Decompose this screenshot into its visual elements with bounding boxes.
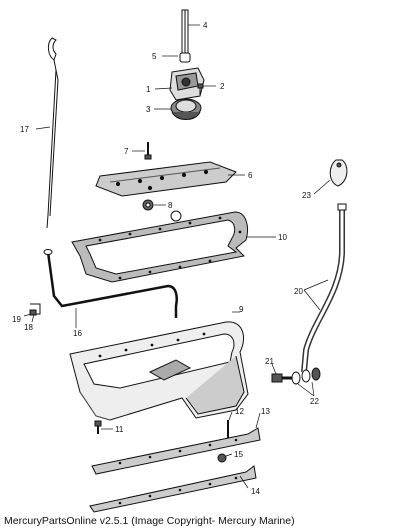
callout-3: 3 <box>146 105 151 114</box>
callout-1: 1 <box>146 85 151 94</box>
callout-14: 14 <box>251 487 260 496</box>
part-bushing <box>179 52 191 63</box>
callout-4: 4 <box>203 21 208 30</box>
part-oil-pan <box>69 321 249 421</box>
callout-16: 16 <box>73 329 82 338</box>
callout-20: 20 <box>294 287 303 296</box>
part-shaft <box>181 9 189 55</box>
part-oil-pan-gasket <box>71 210 249 283</box>
part-washers-22 <box>291 367 321 385</box>
callout-22: 22 <box>310 397 319 406</box>
part-tube-clip <box>29 303 41 316</box>
copyright-footer: MercuryPartsOnline v2.5.1 (Image Copyrig… <box>4 515 295 527</box>
part-front-seal-14 <box>89 465 257 513</box>
callout-12: 12 <box>235 407 244 416</box>
part-windage-tray <box>95 161 237 197</box>
callout-23: 23 <box>302 191 311 200</box>
part-nut-15 <box>217 453 227 463</box>
callout-labels: 1 2 3 4 5 6 7 8 9 10 11 12 13 14 15 16 1… <box>12 21 319 496</box>
leader-lines <box>23 24 331 489</box>
callout-21: 21 <box>265 357 274 366</box>
part-dipstick <box>46 37 59 229</box>
callout-5: 5 <box>152 52 157 61</box>
part-pickup-screen <box>170 98 202 120</box>
part-nut-8 <box>142 199 154 211</box>
part-fitting-21 <box>271 373 292 383</box>
callout-8: 8 <box>168 201 173 210</box>
part-bolt-11 <box>94 420 102 434</box>
part-drain-hose <box>301 203 347 373</box>
part-stud-7 <box>144 142 152 160</box>
callout-19: 19 <box>12 315 21 324</box>
part-dipstick-tube <box>43 249 178 318</box>
callout-7: 7 <box>124 147 129 156</box>
callout-2: 2 <box>220 82 225 91</box>
part-oil-pump <box>169 67 205 101</box>
callout-10: 10 <box>278 233 287 242</box>
callout-6: 6 <box>248 171 253 180</box>
part-rear-seal-13 <box>91 427 261 475</box>
callout-18: 18 <box>24 323 33 332</box>
part-drain-plug-23 <box>329 159 348 187</box>
callout-15: 15 <box>234 450 243 459</box>
callout-17: 17 <box>20 125 29 134</box>
callout-11: 11 <box>115 425 124 434</box>
callout-13: 13 <box>261 407 270 416</box>
callout-9: 9 <box>239 305 244 314</box>
